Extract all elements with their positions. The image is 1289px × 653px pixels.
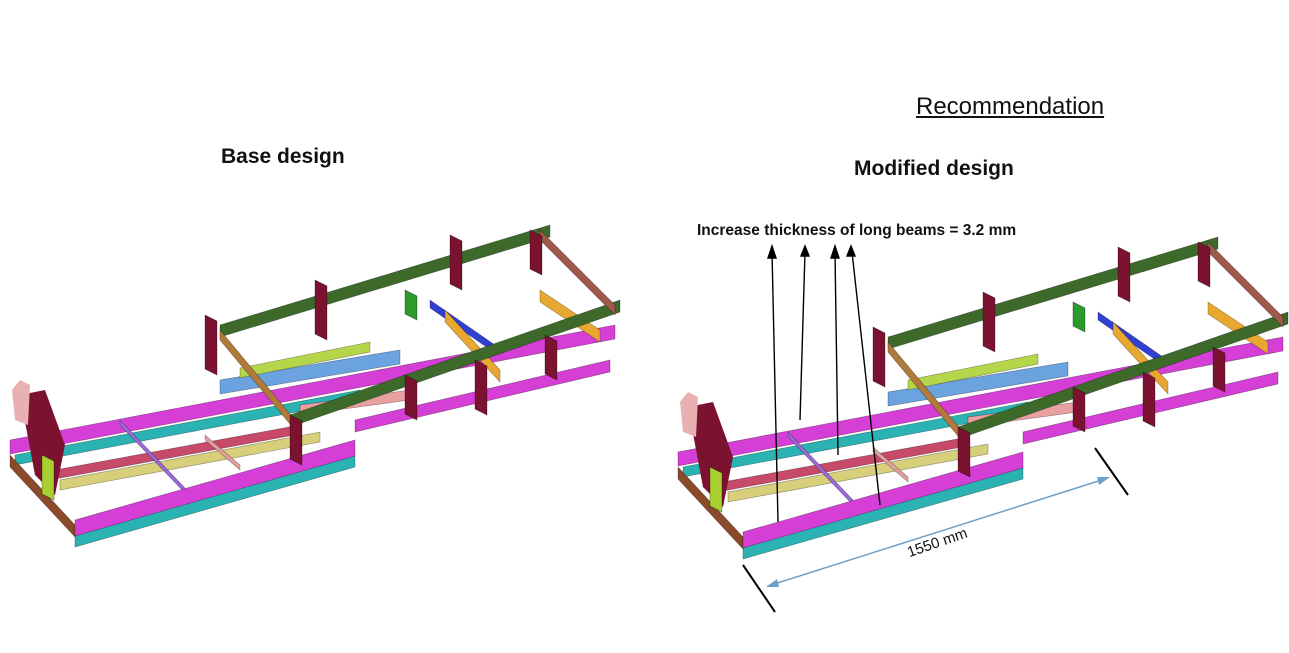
thickness-annotation: Increase thickness of long beams = 3.2 m… (697, 222, 1017, 239)
post (1072, 301, 1086, 333)
top-rail-rear (887, 236, 1219, 350)
arrow-line (771, 251, 779, 523)
post (474, 359, 488, 416)
tow-hook (12, 380, 30, 425)
cross-member (239, 341, 371, 379)
post (404, 374, 418, 421)
cross-member (907, 353, 1039, 391)
arrow-head (845, 244, 857, 257)
post (957, 426, 971, 478)
front-long-beam (742, 451, 1024, 549)
post (1117, 246, 1131, 303)
post (289, 414, 303, 466)
cross-member (59, 431, 321, 491)
post (529, 229, 543, 276)
post (982, 291, 996, 353)
arrow-line (851, 251, 881, 506)
post (1212, 346, 1226, 393)
post (204, 314, 218, 376)
top-rail-rear (219, 224, 551, 338)
post (41, 454, 55, 501)
recommendation-heading: Recommendation (916, 93, 1105, 120)
arrow-head (799, 244, 811, 257)
post (1197, 241, 1211, 288)
post (1142, 371, 1156, 428)
front-long-beam (74, 439, 356, 537)
arrow-line (799, 251, 806, 421)
dimension-tick-left (742, 564, 776, 613)
post (709, 466, 723, 513)
post (872, 326, 886, 388)
dimension-1550 (742, 447, 1129, 613)
dimension-tick-right (1094, 447, 1129, 496)
cross-member (887, 361, 1069, 407)
base-design-title: Base design (221, 145, 345, 168)
dimension-arrow-left (766, 579, 779, 587)
dimension-line (767, 477, 1109, 587)
cross-member (727, 443, 989, 503)
modified-design-frame (677, 236, 1289, 560)
front-base-rail (742, 466, 1024, 560)
arrow-line (834, 251, 839, 456)
cross-member (872, 446, 909, 483)
cross-member (204, 434, 241, 471)
arrow-head (830, 243, 840, 259)
post (1072, 386, 1086, 433)
modified-design-title: Modified design (854, 157, 1014, 180)
post (544, 334, 558, 381)
front-base-rail (74, 454, 356, 548)
arrow-head (767, 243, 777, 259)
dimension-arrow-right (1097, 477, 1110, 485)
cross-member (429, 299, 496, 354)
annotation-arrows (767, 243, 881, 523)
post (449, 234, 463, 291)
cross-member (1097, 311, 1164, 366)
cross-member (219, 349, 401, 395)
tow-hook (680, 392, 698, 437)
post (314, 279, 328, 341)
base-design-frame (9, 224, 621, 548)
post (404, 289, 418, 321)
